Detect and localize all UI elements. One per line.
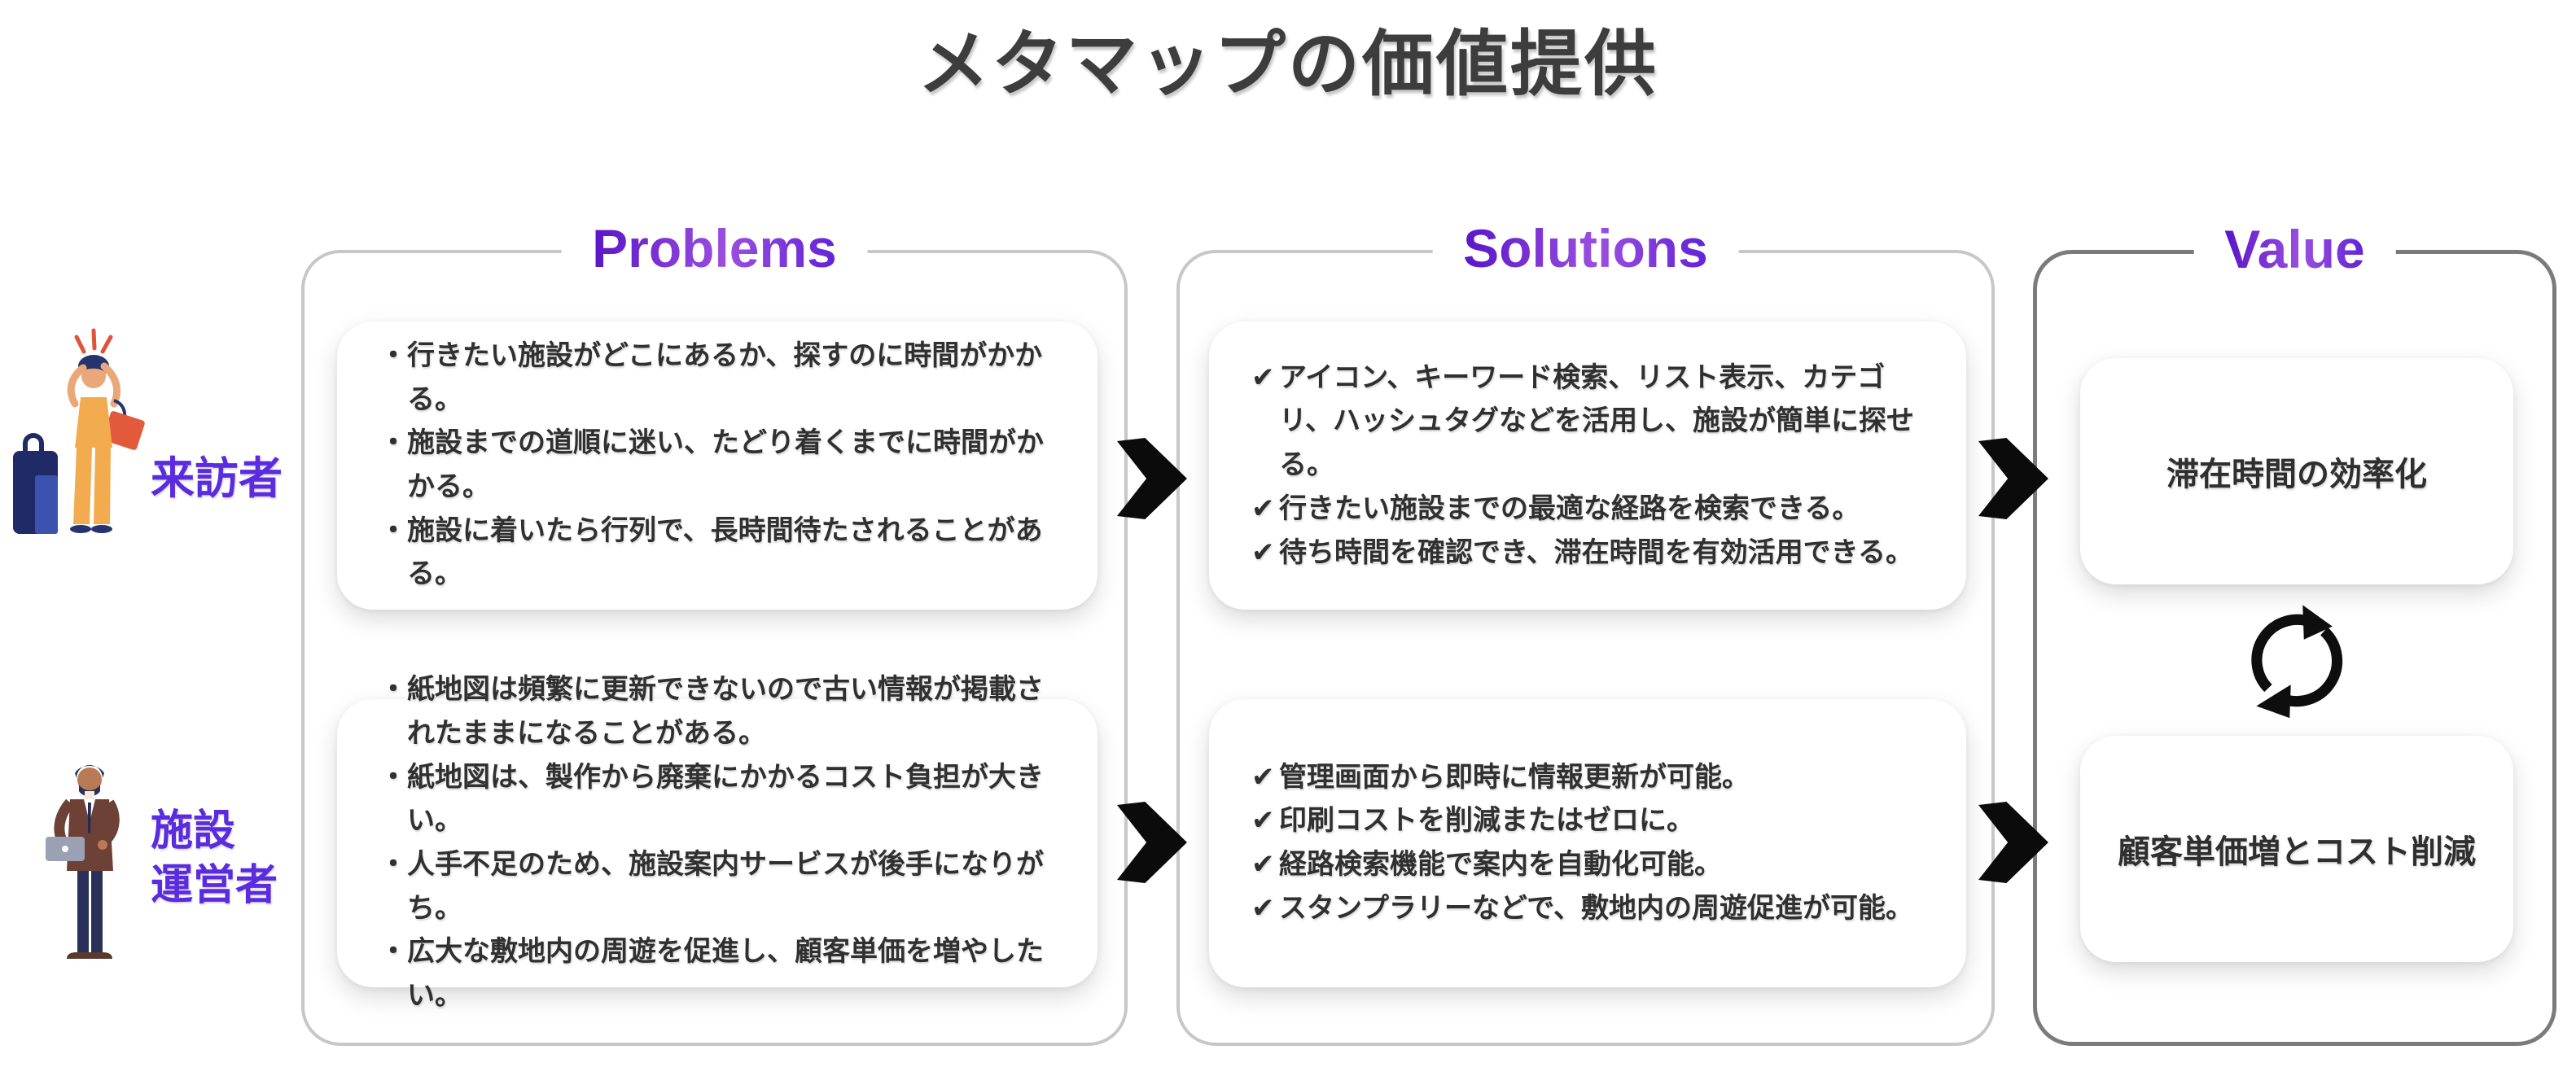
list-item-text: 広大な敷地内の周遊を促進し、顧客単価を増やしたい。 bbox=[407, 936, 1044, 1012]
problems-panel-title: Problems bbox=[561, 214, 868, 284]
visitor-solutions-list: ✔アイコン、キーワード検索、リスト表示、カテゴリ、ハッシュタグなどを活用し、施設… bbox=[1209, 356, 1966, 575]
problems-panel-title-text: Problems bbox=[592, 218, 837, 278]
visitor-problems-card: ・行きたい施設がどこにあるか、探すのに時間がかかる。・施設までの道順に迷い、たど… bbox=[337, 321, 1097, 610]
list-item: ・広大な敷地内の周遊を促進し、顧客単価を増やしたい。 bbox=[379, 930, 1068, 1017]
solutions-panel: Solutions ✔アイコン、キーワード検索、リスト表示、カテゴリ、ハッシュタ… bbox=[1176, 214, 1995, 1046]
actor-visitor-label: 来訪者 bbox=[151, 454, 283, 503]
solutions-panel-title: Solutions bbox=[1432, 214, 1739, 284]
list-item: ・人手不足のため、施設案内サービスが後手になりがち。 bbox=[379, 843, 1068, 930]
bullet-marker: ・ bbox=[379, 761, 407, 793]
bullet-marker: ・ bbox=[379, 514, 407, 546]
operator-illustration bbox=[46, 765, 120, 959]
list-item: ✔アイコン、キーワード検索、リスト表示、カテゴリ、ハッシュタグなどを活用し、施設… bbox=[1251, 356, 1937, 488]
bullet-marker: ・ bbox=[379, 427, 407, 459]
check-icon: ✔ bbox=[1251, 761, 1275, 793]
operator-solutions-card: ✔管理画面から即時に情報更新が可能。✔印刷コストを削減またはゼロに。✔経路検索機… bbox=[1209, 699, 1966, 987]
visitor-solutions-card: ✔アイコン、キーワード検索、リスト表示、カテゴリ、ハッシュタグなどを活用し、施設… bbox=[1209, 321, 1966, 610]
check-icon: ✔ bbox=[1251, 492, 1275, 524]
stress-marks-icon bbox=[74, 328, 113, 354]
value-panel: Value 滞在時間の効率化 顧客単価増とコスト削減 bbox=[2033, 215, 2556, 1046]
cycle-arrows-icon bbox=[2251, 605, 2343, 719]
bullet-marker: ・ bbox=[379, 674, 407, 706]
operator-solutions-list: ✔管理画面から即時に情報更新が可能。✔印刷コストを削減またはゼロに。✔経路検索機… bbox=[1209, 756, 1943, 931]
list-item: ✔待ち時間を確認でき、滞在時間を有効活用できる。 bbox=[1251, 531, 1937, 575]
check-icon: ✔ bbox=[1251, 805, 1275, 837]
list-item: ✔管理画面から即時に情報更新が可能。 bbox=[1251, 756, 1913, 800]
list-item-text: 施設に着いたら行列で、長時間待たされることがある。 bbox=[407, 514, 1043, 590]
list-item-text: 管理画面から即時に情報更新が可能。 bbox=[1279, 761, 1750, 793]
operator-problems-list: ・紙地図は頻繁に更新できないので古い情報が掲載されたままになることがある。・紙地… bbox=[337, 668, 1097, 1018]
list-item: ✔経路検索機能で案内を自動化可能。 bbox=[1251, 843, 1913, 887]
operator-value-text: 顧客単価増とコスト削減 bbox=[2118, 834, 2476, 870]
check-icon: ✔ bbox=[1251, 849, 1275, 880]
list-item: ✔行きたい施設までの最適な経路を検索できる。 bbox=[1251, 488, 1937, 531]
visitor-illustration bbox=[13, 328, 145, 534]
bullet-marker: ・ bbox=[379, 339, 407, 371]
list-item: ・紙地図は、製作から廃棄にかかるコスト負担が大きい。 bbox=[379, 756, 1068, 843]
list-item-text: 経路検索機能で案内を自動化可能。 bbox=[1279, 849, 1722, 880]
list-item-text: 紙地図は、製作から廃棄にかかるコスト負担が大きい。 bbox=[407, 761, 1044, 837]
visitor-problems-list: ・行きたい施設がどこにあるか、探すのに時間がかかる。・施設までの道順に迷い、たど… bbox=[337, 335, 1097, 597]
list-item-text: 紙地図は頻繁に更新できないので古い情報が掲載されたままになることがある。 bbox=[407, 674, 1044, 749]
solutions-panel-title-text: Solutions bbox=[1463, 218, 1708, 278]
list-item: ✔印刷コストを削減またはゼロに。 bbox=[1251, 799, 1913, 843]
list-item-text: 行きたい施設までの最適な経路を検索できる。 bbox=[1279, 492, 1860, 524]
list-item: ・施設に着いたら行列で、長時間待たされることがある。 bbox=[379, 510, 1068, 597]
page-title: メタマップの価値提供 bbox=[917, 24, 1658, 104]
list-item-text: 印刷コストを削減またはゼロに。 bbox=[1279, 805, 1694, 837]
value-panel-title: Value bbox=[2193, 215, 2396, 285]
bullet-marker: ・ bbox=[379, 849, 407, 880]
list-item: ・紙地図は頻繁に更新できないので古い情報が掲載されたままになることがある。 bbox=[379, 668, 1068, 755]
check-icon: ✔ bbox=[1251, 536, 1275, 568]
check-icon: ✔ bbox=[1251, 892, 1275, 924]
list-item-text: 施設までの道順に迷い、たどり着くまでに時間がかかる。 bbox=[407, 427, 1044, 502]
value-panel-title-text: Value bbox=[2224, 219, 2365, 279]
list-item-text: アイコン、キーワード検索、リスト表示、カテゴリ、ハッシュタグなどを活用し、施設が… bbox=[1279, 361, 1914, 481]
list-item-text: 待ち時間を確認でき、滞在時間を有効活用できる。 bbox=[1279, 536, 1913, 568]
bullet-marker: ・ bbox=[379, 936, 407, 968]
operator-problems-card: ・紙地図は頻繁に更新できないので古い情報が掲載されたままになることがある。・紙地… bbox=[337, 674, 1097, 1011]
list-item: ✔スタンプラリーなどで、敷地内の周遊促進が可能。 bbox=[1251, 887, 1913, 931]
list-item-text: 人手不足のため、施設案内サービスが後手になりがち。 bbox=[407, 849, 1044, 924]
problems-panel: Problems ・行きたい施設がどこにあるか、探すのに時間がかかる。・施設まで… bbox=[301, 214, 1128, 1046]
visitor-value-text: 滞在時間の効率化 bbox=[2166, 457, 2427, 492]
list-item-text: スタンプラリーなどで、敷地内の周遊促進が可能。 bbox=[1279, 892, 1913, 924]
actor-operator-label: 施設 運営者 bbox=[151, 807, 278, 909]
visitor-value-card: 滞在時間の効率化 bbox=[2080, 358, 2513, 584]
list-item-text: 行きたい施設がどこにあるか、探すのに時間がかかる。 bbox=[407, 339, 1043, 415]
operator-value-card: 顧客単価増とコスト削減 bbox=[2080, 736, 2513, 962]
list-item: ・行きたい施設がどこにあるか、探すのに時間がかかる。 bbox=[379, 335, 1068, 422]
check-icon: ✔ bbox=[1251, 361, 1275, 393]
list-item: ・施設までの道順に迷い、たどり着くまでに時間がかかる。 bbox=[379, 422, 1068, 509]
